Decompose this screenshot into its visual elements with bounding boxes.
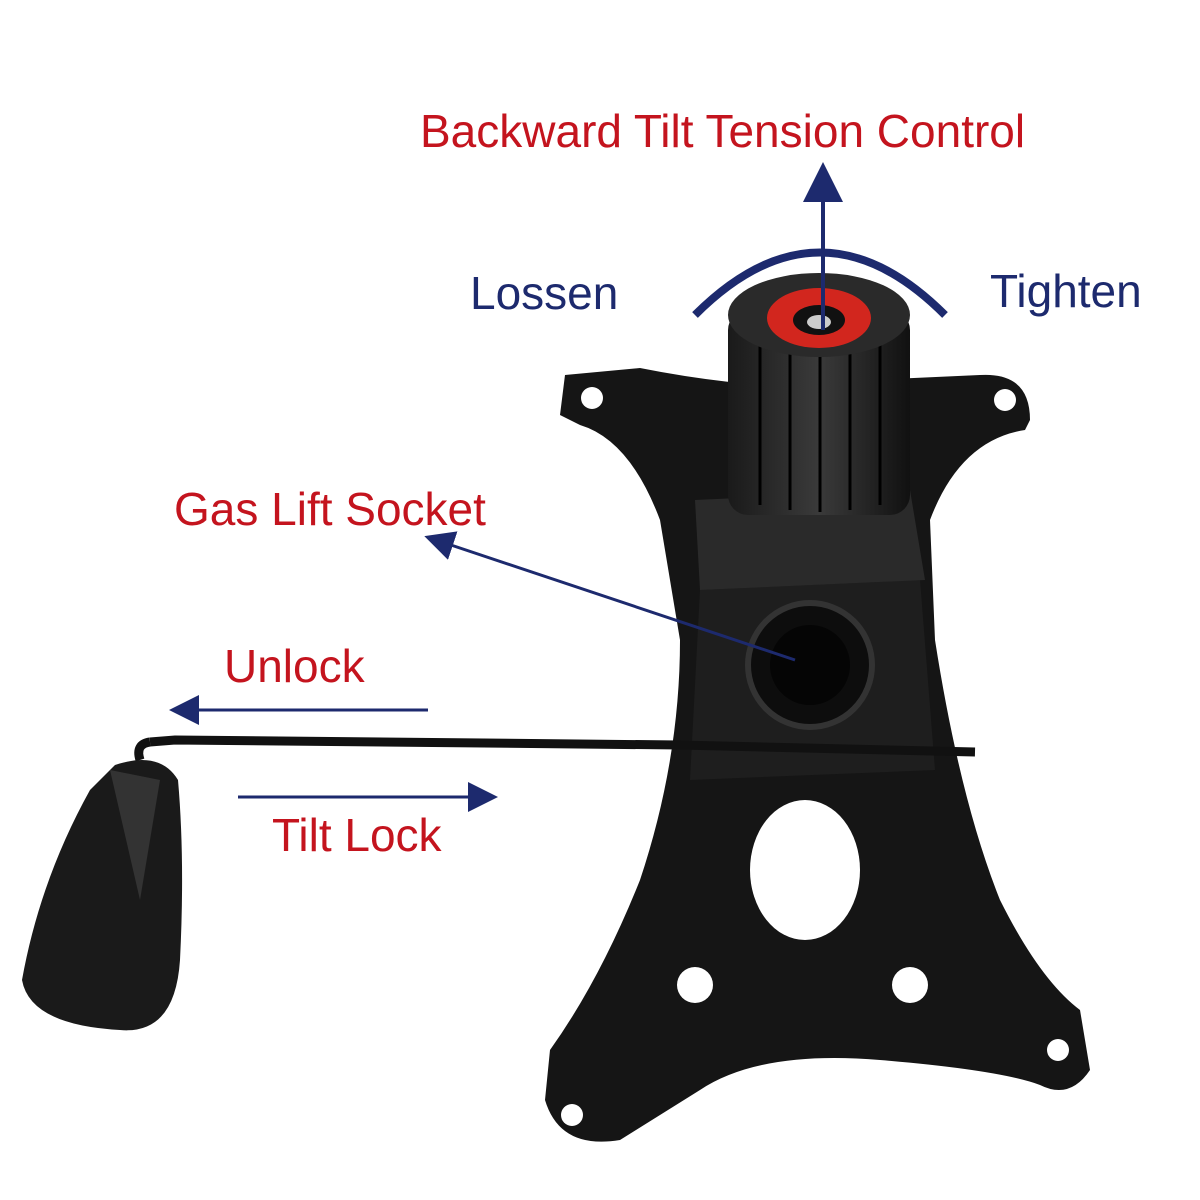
tension-arc-arrow xyxy=(692,248,948,318)
tighten-label: Tighten xyxy=(990,265,1142,317)
gas-lift-label: Gas Lift Socket xyxy=(174,483,486,535)
gas-lift-arrow xyxy=(424,531,796,662)
tilt-lever-rod xyxy=(149,735,976,757)
tilt-lock-label: Tilt Lock xyxy=(272,809,442,861)
loosen-label: Lossen xyxy=(470,267,619,319)
tension-control-label: Backward Tilt Tension Control xyxy=(420,105,1026,157)
unlock-label: Unlock xyxy=(224,640,365,692)
lever-paddle xyxy=(22,760,183,1031)
